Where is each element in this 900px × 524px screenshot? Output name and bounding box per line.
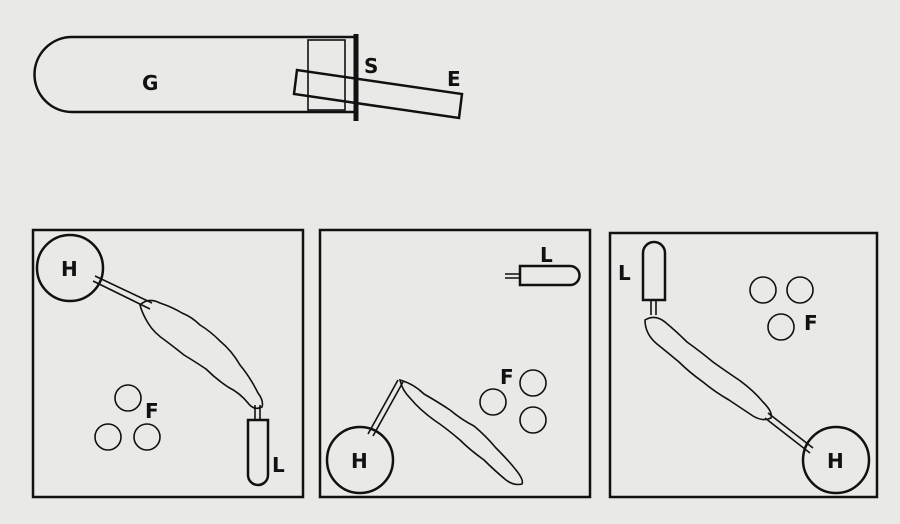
label-f: F <box>804 311 818 335</box>
food-circle <box>114 384 142 412</box>
label-l: L <box>540 243 553 267</box>
connector-tube <box>92 275 153 310</box>
panel-1: H L F <box>31 228 305 499</box>
label-f: F <box>145 399 159 423</box>
home-circle <box>35 233 105 303</box>
lure-stick <box>254 405 261 420</box>
label-f: F <box>500 365 514 389</box>
insert-rect <box>292 68 464 120</box>
label-l: L <box>618 261 631 285</box>
label-l: L <box>272 453 285 477</box>
food-circle <box>479 388 507 416</box>
food-circle <box>94 423 122 451</box>
food-circle <box>519 406 547 434</box>
label-h: H <box>827 449 844 473</box>
home-circle <box>801 425 871 495</box>
label-h: H <box>61 257 78 281</box>
panel-2: L H F <box>318 228 592 499</box>
panel-frame <box>318 228 592 499</box>
lure-tube <box>518 264 581 287</box>
glass-tube <box>33 35 355 114</box>
lure-stick <box>650 300 657 315</box>
path-blob <box>644 316 773 421</box>
home-circle <box>325 425 395 495</box>
path-blob <box>139 299 264 410</box>
lure-stick <box>505 273 520 279</box>
panel-frame <box>608 231 879 499</box>
lure-tube <box>246 418 270 487</box>
connector-tube <box>764 412 814 454</box>
label-s: S <box>364 54 378 78</box>
label-h: H <box>351 449 368 473</box>
label-g: G <box>142 71 158 95</box>
label-e: E <box>447 67 461 91</box>
apparatus: G S E <box>33 34 464 121</box>
food-circle <box>519 369 547 397</box>
food-circle <box>786 276 814 304</box>
food-circle <box>767 313 795 341</box>
panel-frame <box>31 228 305 499</box>
connector-tube <box>367 379 404 437</box>
lure-tube <box>641 240 667 302</box>
food-circle <box>133 423 161 451</box>
stopper-inner <box>307 39 346 111</box>
panel-3: L H F <box>608 231 879 499</box>
food-circle <box>749 276 777 304</box>
path-blob <box>398 378 524 486</box>
